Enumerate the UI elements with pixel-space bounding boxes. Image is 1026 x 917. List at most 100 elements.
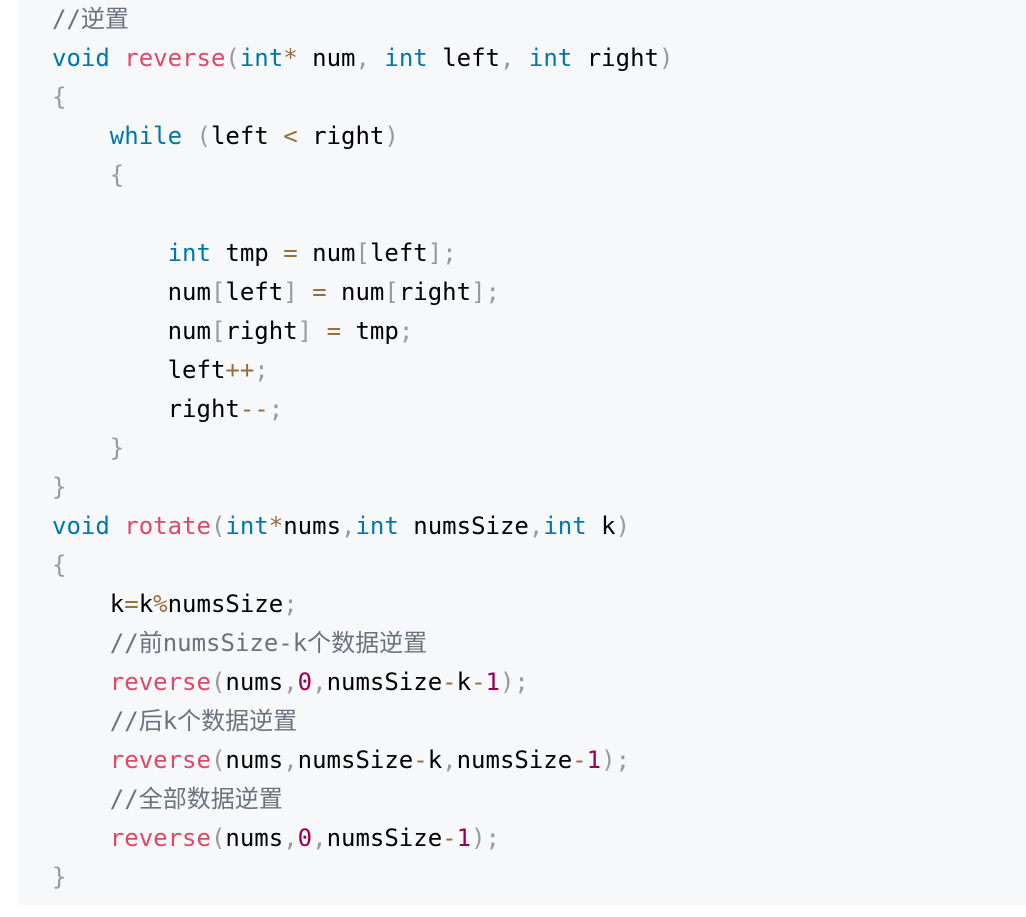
- code-comment: //前numsSize-k个数据逆置: [109, 629, 428, 657]
- code-whitespace: [370, 44, 384, 72]
- code-line: //后k个数据逆置: [52, 702, 673, 741]
- code-punctuation: }: [52, 863, 67, 891]
- code-operator: -: [572, 746, 587, 774]
- code-number: 0: [297, 824, 313, 852]
- code-whitespace: [52, 122, 110, 150]
- code-function-name: reverse: [109, 746, 211, 774]
- code-identifier: tmp: [225, 239, 269, 267]
- code-punctuation: {: [52, 551, 67, 579]
- code-punctuation: (: [210, 668, 226, 696]
- code-function-name: reverse: [109, 668, 211, 696]
- code-line: //逆置: [52, 0, 673, 39]
- code-whitespace: [52, 590, 110, 618]
- code-number: 0: [297, 668, 313, 696]
- code-punctuation: ;: [514, 668, 529, 696]
- code-punctuation: ,: [355, 44, 370, 72]
- code-punctuation: ,: [283, 746, 298, 774]
- code-whitespace: [298, 44, 312, 72]
- code-type: int: [167, 239, 211, 267]
- code-punctuation: ;: [283, 590, 298, 618]
- code-punctuation: ): [658, 44, 674, 72]
- code-whitespace: [269, 122, 283, 150]
- code-identifier: nums: [225, 746, 284, 774]
- code-operator: =: [124, 590, 139, 618]
- code-operator: =: [283, 239, 298, 267]
- code-whitespace: [52, 824, 110, 852]
- code-punctuation: ,: [500, 44, 515, 72]
- code-identifier: num: [167, 317, 211, 345]
- code-punctuation: ;: [398, 317, 414, 345]
- code-punctuation: ]: [427, 239, 443, 267]
- code-identifier: left: [442, 44, 500, 72]
- code-whitespace: [428, 44, 442, 72]
- code-whitespace: [52, 356, 168, 384]
- code-punctuation: (: [210, 746, 226, 774]
- code-line: num[left] = num[right];: [52, 273, 673, 312]
- code-punctuation: ,: [312, 824, 327, 852]
- code-identifier: num: [312, 239, 356, 267]
- code-punctuation: ;: [254, 356, 269, 384]
- code-identifier: right: [225, 317, 298, 345]
- code-whitespace: [52, 746, 110, 774]
- code-punctuation: (: [210, 824, 226, 852]
- code-punctuation: {: [109, 161, 125, 189]
- code-whitespace: [52, 395, 168, 423]
- code-punctuation: [: [210, 278, 226, 306]
- code-punctuation: ): [615, 512, 631, 540]
- code-identifier: left: [369, 239, 428, 267]
- code-punctuation: ,: [442, 746, 457, 774]
- code-operator: --: [239, 395, 269, 423]
- code-whitespace: [587, 512, 601, 540]
- code-type: void: [52, 44, 110, 72]
- code-identifier: nums: [225, 824, 284, 852]
- code-number: 1: [485, 668, 500, 696]
- code-line: k=k%numsSize;: [52, 585, 673, 624]
- code-identifier: right: [312, 122, 385, 150]
- code-punctuation: ;: [485, 824, 500, 852]
- code-whitespace: [182, 122, 196, 150]
- code-line: //全部数据逆置: [52, 780, 673, 819]
- code-punctuation: ;: [442, 239, 457, 267]
- code-punctuation: ): [601, 746, 616, 774]
- code-punctuation: ;: [268, 395, 284, 423]
- code-operator: *: [283, 44, 298, 72]
- code-identifier: k: [456, 668, 472, 696]
- code-identifier: k: [138, 590, 154, 618]
- code-type: int: [543, 512, 587, 540]
- code-punctuation: ,: [341, 512, 356, 540]
- code-identifier: num: [167, 278, 211, 306]
- code-punctuation: (: [210, 512, 226, 540]
- code-whitespace: [399, 512, 413, 540]
- code-type: void: [52, 512, 110, 540]
- code-line: right--;: [52, 390, 673, 429]
- code-type: int: [225, 512, 269, 540]
- code-identifier: numsSize: [326, 824, 443, 852]
- code-punctuation: ): [384, 122, 399, 150]
- code-punctuation: ]: [283, 278, 298, 306]
- code-identifier: left: [167, 356, 226, 384]
- code-whitespace: [312, 317, 326, 345]
- code-punctuation: }: [52, 473, 67, 501]
- code-punctuation: (: [196, 122, 211, 150]
- code-identifier: numsSize: [413, 512, 529, 540]
- code-line: }: [52, 468, 673, 507]
- code-punctuation: ): [471, 824, 486, 852]
- code-identifier: numsSize: [456, 746, 573, 774]
- code-whitespace: [110, 44, 124, 72]
- code-operator: -: [471, 668, 486, 696]
- code-line: [52, 195, 673, 234]
- code-whitespace: [572, 44, 586, 72]
- code-line: left++;: [52, 351, 673, 390]
- code-identifier: num: [312, 44, 356, 72]
- code-line: void reverse(int* num, int left, int rig…: [52, 39, 673, 78]
- code-whitespace: [298, 122, 312, 150]
- code-type: int: [239, 44, 284, 72]
- code-identifier: right: [167, 395, 240, 423]
- code-whitespace: [327, 278, 341, 306]
- code-punctuation: [: [210, 317, 226, 345]
- code-whitespace: [52, 317, 168, 345]
- code-identifier: numsSize: [297, 746, 414, 774]
- code-number: 1: [586, 746, 602, 774]
